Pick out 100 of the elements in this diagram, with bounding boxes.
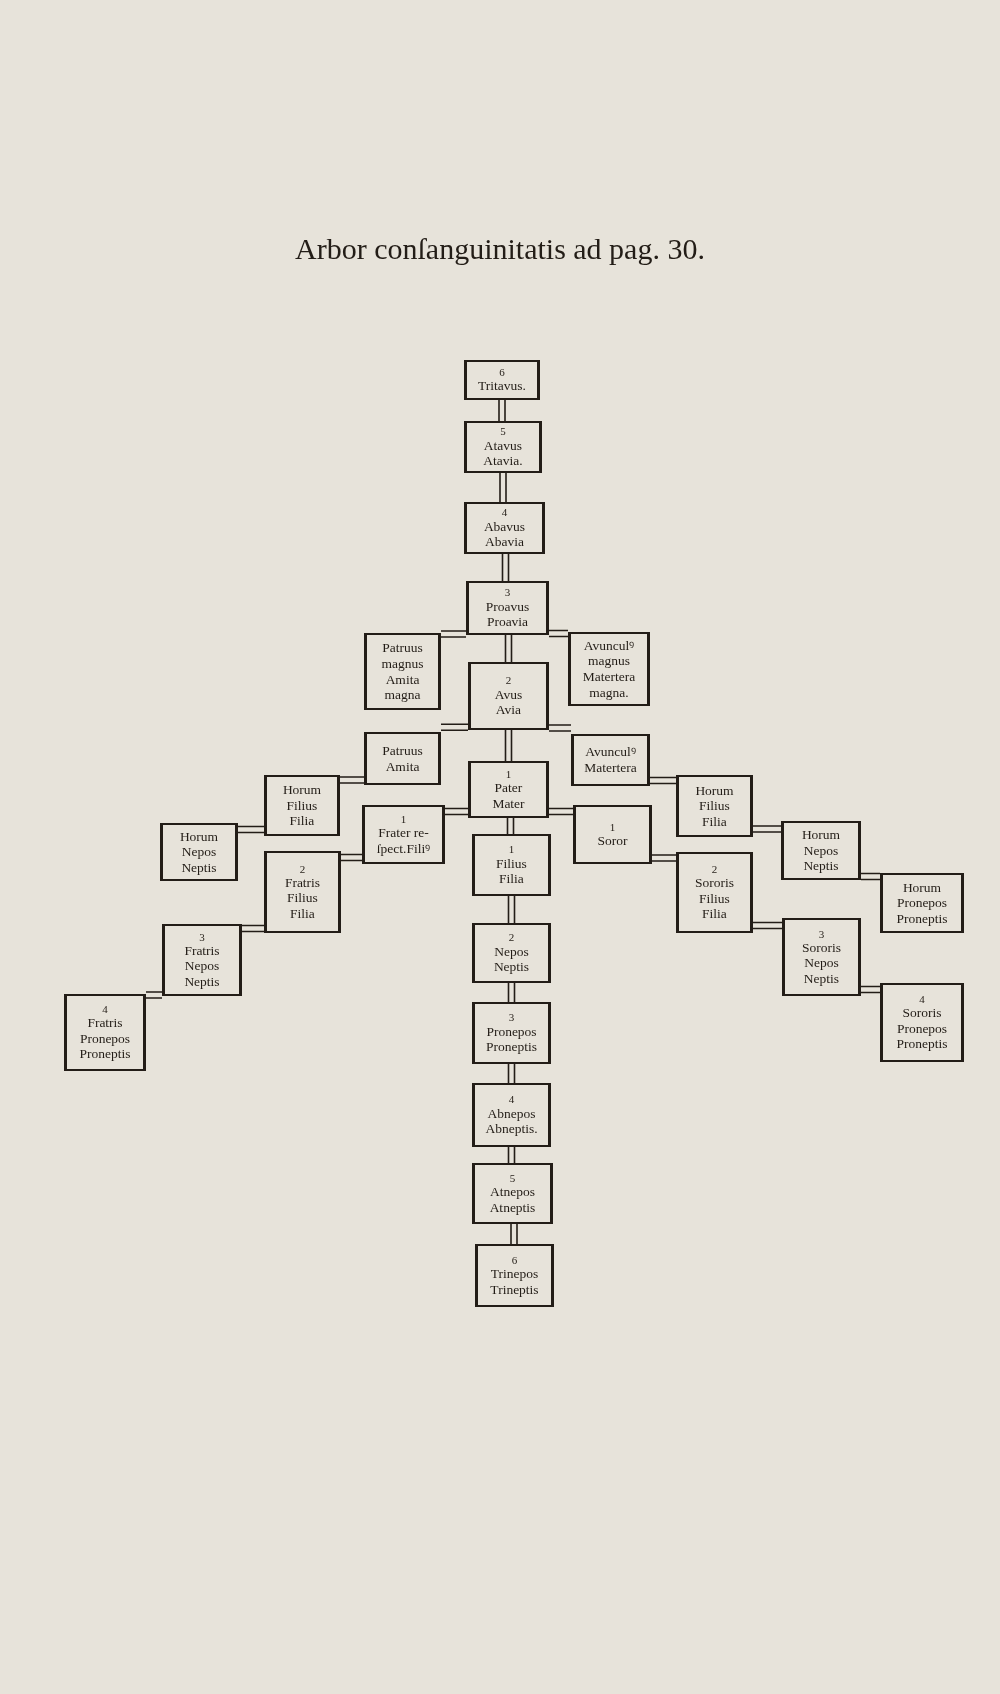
kinship-box	[472, 923, 551, 983]
degree-number: 3	[818, 927, 825, 940]
kinship-term: Sororis Filius Filia	[695, 875, 734, 922]
kinship-box	[472, 1163, 553, 1224]
degree-number: 2	[508, 931, 515, 944]
degree-number: 1	[400, 812, 407, 826]
kinship-term: Fratris Nepos Neptis	[184, 942, 220, 990]
double-line-connector	[507, 1146, 516, 1164]
degree-number: 2	[505, 674, 512, 687]
degree-number: 2	[711, 863, 718, 876]
kinship-term: Proavus Proavia	[485, 598, 530, 630]
double-line-connector	[860, 985, 881, 994]
kinship-term: Avunculꝰ magnus Matertera magna.	[582, 637, 636, 701]
kinship-term: Frater re-ſpect.Filiꝰ	[375, 825, 432, 857]
degree-number: 5	[500, 425, 506, 438]
double-line-connector	[548, 807, 574, 816]
kinship-box	[464, 360, 540, 400]
kinship-term: Atnepos Atneptis	[489, 1184, 536, 1216]
kinship-box	[571, 734, 650, 786]
degree-number: 3	[199, 930, 205, 943]
degree-number: 6	[511, 1253, 518, 1267]
kinship-box	[781, 821, 861, 880]
degree-number: 3	[508, 1011, 515, 1024]
degree-number: 1	[508, 843, 515, 856]
double-line-connector	[145, 991, 163, 999]
double-line-connector	[752, 921, 783, 930]
kinship-box	[364, 633, 441, 710]
kinship-box	[160, 823, 238, 881]
double-line-connector	[649, 776, 677, 785]
double-line-connector	[860, 872, 881, 881]
double-line-connector	[339, 776, 365, 784]
double-line-connector	[651, 854, 677, 862]
kinship-box	[782, 918, 861, 996]
kinship-box	[362, 805, 445, 864]
kinship-box	[472, 1083, 551, 1147]
kinship-term: Fratris Filius Filia	[284, 874, 321, 922]
kinship-term: Nepos Neptis	[493, 943, 530, 975]
kinship-term: Patruus Amita	[382, 743, 423, 774]
double-line-connector	[504, 634, 513, 663]
kinship-box	[880, 873, 964, 933]
double-line-connector	[507, 895, 516, 924]
degree-number: 4	[508, 1093, 515, 1106]
double-line-connector	[241, 924, 265, 933]
kinship-box	[472, 834, 551, 896]
kinship-box	[264, 775, 340, 836]
kinship-term: Horum Filius Filia	[282, 782, 322, 829]
degree-number: 1	[609, 820, 616, 833]
kinship-term: Patruus magnus Amita magna	[381, 640, 424, 703]
kinship-box	[364, 732, 441, 785]
diagram-title: Arbor conſanguinitatis ad pag. 30.	[295, 232, 705, 266]
kinship-term: Tritavus.	[478, 378, 526, 394]
kinship-box	[466, 581, 549, 635]
degree-number: 3	[504, 586, 511, 599]
kinship-box	[264, 851, 341, 933]
double-line-connector	[501, 553, 510, 582]
degree-number: 4	[501, 506, 508, 519]
kinship-box	[468, 761, 549, 818]
kinship-box	[468, 662, 549, 730]
double-line-connector	[752, 825, 782, 833]
degree-number: 5	[509, 1171, 516, 1185]
kinship-term: Soror	[597, 832, 628, 849]
kinship-term: Fratris Pronepos Proneptis	[79, 1015, 131, 1062]
double-line-connector	[440, 630, 467, 638]
double-line-connector	[548, 724, 572, 732]
double-line-connector	[548, 629, 569, 638]
kinship-term: Pronepos Proneptis	[486, 1023, 537, 1055]
kinship-box	[64, 994, 146, 1071]
kinship-box	[472, 1002, 551, 1064]
kinship-box	[676, 852, 753, 933]
kinship-term: Sororis Pronepos Proneptis	[896, 1005, 948, 1052]
kinship-term: Trinepos Trineptis	[490, 1266, 539, 1298]
degree-number: 4	[919, 993, 925, 1006]
kinship-box	[880, 983, 964, 1062]
kinship-term: Pater Mater	[492, 780, 525, 812]
double-line-connector	[340, 853, 363, 862]
kinship-box	[464, 502, 545, 554]
double-line-connector	[499, 472, 507, 503]
double-line-connector	[498, 399, 506, 422]
kinship-term: Horum Filius Filia	[695, 782, 734, 830]
kinship-box	[573, 805, 652, 864]
degree-number: 4	[102, 1003, 108, 1016]
kinship-term: Horum Nepos Neptis	[801, 827, 841, 874]
double-line-connector	[440, 723, 469, 732]
kinship-term: Filius Filia	[496, 855, 527, 887]
degree-number: 6	[499, 366, 505, 379]
degree-number: 2	[299, 862, 306, 875]
kinship-box	[464, 421, 542, 473]
kinship-term: Abnepos Abneptis.	[485, 1105, 538, 1137]
kinship-term: Horum Nepos Neptis	[179, 828, 219, 876]
double-line-connector	[506, 817, 515, 835]
double-line-connector	[504, 729, 513, 762]
double-line-connector	[507, 982, 516, 1003]
kinship-term: Abavus Abavia	[483, 518, 526, 550]
double-line-connector	[507, 1063, 516, 1084]
kinship-term: Avus Avia	[494, 686, 523, 718]
kinship-term: Atavus Atavia.	[483, 437, 523, 469]
kinship-box	[676, 775, 753, 837]
kinship-term: Horum Pronepos Proneptis	[896, 879, 948, 927]
kinship-box	[475, 1244, 554, 1307]
double-line-connector	[510, 1223, 518, 1245]
